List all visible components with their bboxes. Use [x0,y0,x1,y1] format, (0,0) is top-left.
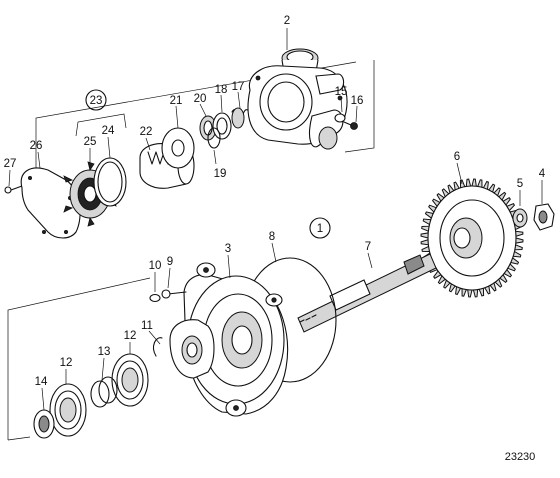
callout-18: 18 [215,84,228,96]
callout-10: 10 [149,260,162,272]
part-3-bearing-housing [183,262,289,417]
part-16-bolt [343,121,358,130]
part-4-nut [533,203,555,231]
leader-lines [8,28,543,411]
part-18-seal [212,112,232,140]
part-11-retainer-plate [169,319,215,379]
callout-5: 5 [517,178,523,190]
callout-17: 17 [232,81,245,93]
callout-27: 27 [4,158,17,170]
callout-8: 8 [269,231,275,243]
callout-1-circle [309,217,331,239]
callout-4: 4 [539,168,546,180]
part-2-pump-housing [247,48,348,150]
callout-23-circle [85,89,107,111]
callout-11: 11 [141,320,153,332]
part-7-shaft [297,253,437,333]
part-6-drive-gear [420,178,524,298]
part-12-bearing-right [111,353,149,407]
callout-7: 7 [365,241,371,253]
callout-9: 9 [167,256,173,268]
drawing-reference-number: 23230 [505,451,536,463]
callout-20: 20 [194,93,207,105]
part-13-circlips [90,376,118,408]
part-19-o-ring [207,127,221,149]
callout-12-left: 12 [60,357,73,369]
part-24-ring [93,157,127,207]
callout-19: 19 [214,168,227,180]
part-circlip [153,337,163,357]
callout-1: 1 [317,223,323,235]
part-21-wear-plate [161,127,195,169]
lower-group-frame [7,277,151,441]
callout-15: 15 [335,86,348,98]
callout-26: 26 [30,140,43,152]
callout-14: 14 [35,376,48,388]
callout-2: 2 [284,15,290,27]
callout-12-right: 12 [124,330,137,342]
part-12-bearing-left [49,383,87,437]
part-10-washer [149,293,161,303]
part-23-kit-bracket [75,113,127,137]
callout-labels: 2 6 5 4 7 8 3 1 9 10 11 12 12 13 14 15 1… [4,15,546,388]
callout-24: 24 [102,125,115,137]
callout-3: 3 [225,243,231,255]
part-27-screw [4,185,23,194]
part-5-washer [512,208,528,228]
part-9-bolt [161,289,187,299]
callout-6: 6 [454,151,460,163]
callout-25: 25 [84,136,97,148]
callout-22: 22 [140,126,153,138]
callout-13: 13 [98,346,111,358]
callout-21: 21 [170,95,183,107]
part-14-seal [33,409,55,439]
callout-16: 16 [351,95,364,107]
part-15-washer [334,113,346,123]
callout-23: 23 [90,95,103,107]
